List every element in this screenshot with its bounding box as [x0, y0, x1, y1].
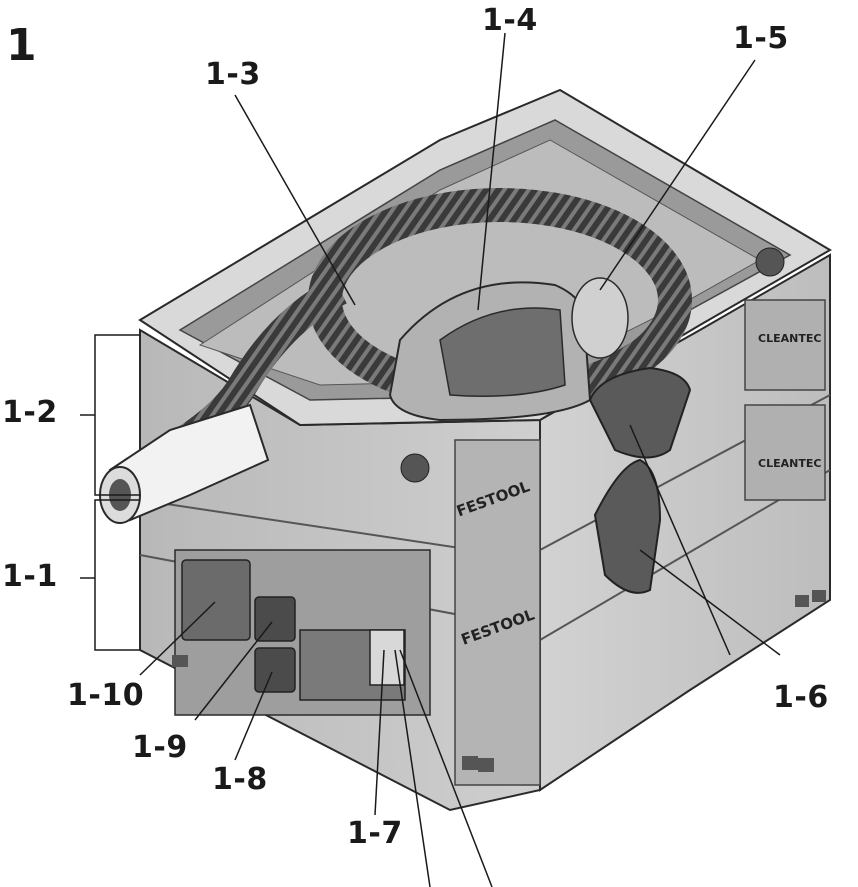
- product-label-lower: CLEANTEC: [758, 457, 821, 470]
- product-label-upper: CLEANTEC: [758, 332, 821, 345]
- control-panel: [174, 549, 431, 716]
- figure-number: 1: [6, 20, 37, 71]
- callout-1-1: 1-1: [2, 559, 58, 594]
- callout-1-8: 1-8: [212, 762, 268, 797]
- callout-1-7: 1-7: [347, 816, 403, 851]
- callout-1-5: 1-5: [733, 21, 789, 56]
- callout-1-2: 1-2: [2, 395, 58, 430]
- carry-handle: [388, 277, 629, 422]
- callout-1-9: 1-9: [132, 730, 188, 765]
- callout-1-3: 1-3: [205, 57, 261, 92]
- callout-1-4: 1-4: [482, 3, 538, 38]
- callout-1-6: 1-6: [773, 680, 829, 715]
- leader-lines: [80, 32, 781, 887]
- callout-1-10: 1-10: [67, 678, 145, 713]
- housing-feet: [172, 590, 826, 772]
- side-grips: [588, 366, 692, 594]
